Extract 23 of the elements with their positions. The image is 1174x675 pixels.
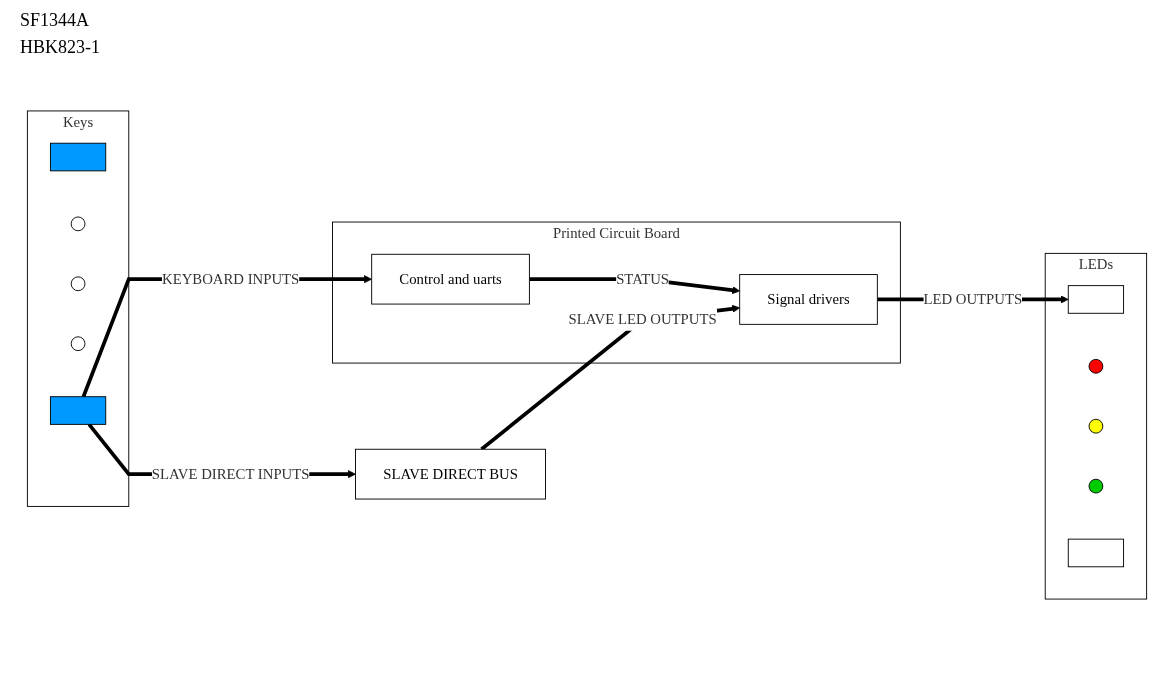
note-text: SF1344A [20, 10, 91, 31]
node-box: SLAVE DIRECT BUS [355, 448, 546, 500]
node-box [1067, 285, 1125, 314]
edge-label: STATUS [616, 270, 670, 287]
node-circle [1088, 358, 1104, 374]
node-circle [1088, 478, 1104, 494]
cluster: LEDs [1044, 252, 1148, 600]
cluster: Keys [26, 110, 130, 507]
node-box [49, 142, 107, 172]
edge-label: SLAVE DIRECT INPUTS [151, 465, 310, 482]
node-circle [70, 336, 86, 352]
edge-label: LED OUTPUTS [923, 291, 1023, 307]
node-box [1067, 538, 1125, 568]
edge-label: KEYBOARD INPUTS [162, 270, 300, 287]
node-box: Signal drivers [739, 274, 878, 325]
node-box: Control and uarts [371, 253, 530, 305]
note-text: HBK823-1 [20, 37, 100, 58]
arrow [480, 304, 741, 451]
node-circle [70, 216, 86, 232]
node-circle [1088, 418, 1104, 434]
node-circle [70, 276, 86, 292]
node-box [49, 396, 107, 425]
edge-label: SLAVE LED OUTPUTS [568, 311, 717, 328]
